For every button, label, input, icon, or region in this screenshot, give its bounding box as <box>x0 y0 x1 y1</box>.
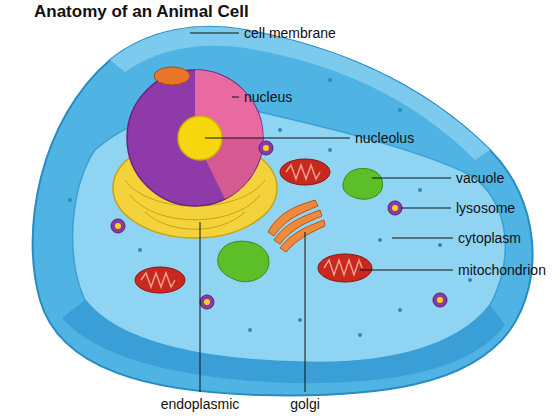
ribosome-dot <box>398 308 402 312</box>
mitochondrion-shape <box>280 159 330 185</box>
lysosome-body <box>388 201 402 215</box>
lysosome-core <box>392 205 398 211</box>
mitochondrion-shape <box>154 67 190 85</box>
ribosome-dot <box>398 108 402 112</box>
ribosome-dot <box>278 128 282 132</box>
vacuole-shape <box>343 168 383 199</box>
leader-line <box>392 238 453 239</box>
lysosome-core <box>263 145 269 151</box>
mitochondrion-body <box>154 67 190 85</box>
cut-face <box>62 300 505 383</box>
ribosome-dot <box>138 248 142 252</box>
lysosome-shape <box>388 201 402 215</box>
ribosome-dot <box>328 78 332 82</box>
mitochondrion-shape <box>318 254 372 282</box>
cell-body <box>33 27 533 396</box>
ribosome-dot <box>418 188 422 192</box>
ribosome-dots <box>68 78 472 337</box>
part-label: cell membrane <box>244 25 336 41</box>
lysosome-body <box>200 295 214 309</box>
lysosome-body <box>259 141 273 155</box>
ribosome-dot <box>68 198 72 202</box>
leader-line <box>401 208 451 209</box>
mitochondrion-body <box>135 267 185 293</box>
leader-line <box>190 33 239 34</box>
leader-lines <box>190 33 453 392</box>
lysosome-core <box>437 297 443 303</box>
lysosome-shape <box>200 295 214 309</box>
mitochondrion-cristae <box>141 273 175 287</box>
part-label: vacuole <box>456 170 504 186</box>
golgi-shape <box>268 200 325 252</box>
mitochondrion-shape <box>135 267 185 293</box>
part-label: nucleus <box>244 89 292 105</box>
golgi-cisterna <box>280 220 325 252</box>
ribosome-dot <box>378 238 382 242</box>
mitochondrion-cristae <box>286 165 320 179</box>
diagram-title: Anatomy of an Animal Cell <box>34 2 249 22</box>
lysosome-core <box>115 223 121 229</box>
lysosome-body <box>433 293 447 307</box>
part-label: endoplasmic <box>161 396 240 412</box>
lysosome-core <box>204 299 210 305</box>
part-label: mitochondrion <box>458 262 546 278</box>
part-label: cytoplasm <box>458 230 521 246</box>
ribosome-dot <box>358 333 362 337</box>
ribosome-dot <box>468 278 472 282</box>
ribosome-dot <box>298 318 302 322</box>
leader-line <box>372 178 451 179</box>
ribosome-dot <box>248 328 252 332</box>
ribosome-dot <box>438 243 442 247</box>
part-label: lysosome <box>456 200 515 216</box>
part-label: golgi <box>290 396 320 412</box>
leader-line <box>200 222 201 392</box>
mitochondrion-body <box>318 254 372 282</box>
leader-line <box>360 270 453 271</box>
part-label: nucleolus <box>355 130 414 146</box>
er-fold <box>145 212 245 229</box>
vacuole-shape <box>218 241 269 282</box>
mitochondrion-body <box>280 159 330 185</box>
ribosome-dot <box>328 148 332 152</box>
leader-line <box>305 232 306 392</box>
lysosome-shape <box>433 293 447 307</box>
lysosome-shape <box>259 141 273 155</box>
mitochondrion-cristae <box>324 260 362 275</box>
leader-line <box>205 138 350 139</box>
leader-line <box>232 97 239 98</box>
lysosome-body <box>111 219 125 233</box>
lysosome-shape <box>111 219 125 233</box>
